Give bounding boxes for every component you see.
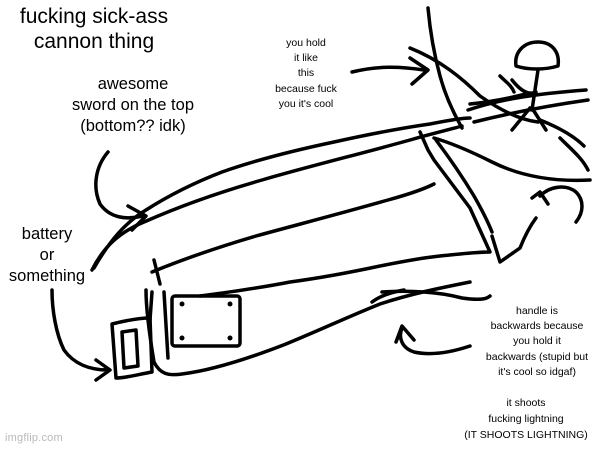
meme-title: fucking sick-ass cannon thing [19,5,169,54]
battery-label: battery or something [8,225,86,286]
stick-figure-body [530,68,540,112]
cannon-top-line [92,116,472,270]
arrow-to-hold [350,56,430,86]
imgflip-watermark: imgflip.com [5,432,63,444]
barrel-prongs [408,46,590,172]
arrow-to-sword [94,150,148,232]
panel-screw [227,335,233,341]
handle [490,216,538,264]
arrow-to-handle [394,324,472,356]
arrow-to-battery [50,288,112,382]
battery-stem [148,290,154,322]
panel-screw [179,335,185,341]
battery-terminal [120,328,140,370]
panel-edge [162,290,170,360]
panel-screw [227,301,233,307]
cannon-sword-edge [90,124,464,272]
handle-grip [538,185,584,224]
handle-label: handle is backwards because you hold it … [485,305,589,378]
cannon-under-trigger [370,288,406,304]
cannon-front-edge [434,138,494,234]
cannon-front-block [198,130,492,298]
panel-screw [179,301,185,307]
cannon-inner-line [150,182,436,274]
cannon-bottom-line [144,280,472,377]
sword-label: awesome sword on the top (bottom?? idk) [72,75,194,136]
panel-plate [170,294,242,348]
hold-label: you hold it like this because fuck you i… [275,37,337,110]
handle-loop [530,190,550,206]
lightning-label: it shoots fucking lightning (IT SHOOTS L… [464,397,588,441]
cannon-front-tip [432,136,592,183]
figure-long-line [426,6,464,130]
stick-figure-arm-upper [510,78,538,95]
stick-figure-head [514,40,561,71]
battery-box [110,316,154,380]
cannon-bottom-shadow [380,289,492,302]
battery-mount [152,258,162,286]
